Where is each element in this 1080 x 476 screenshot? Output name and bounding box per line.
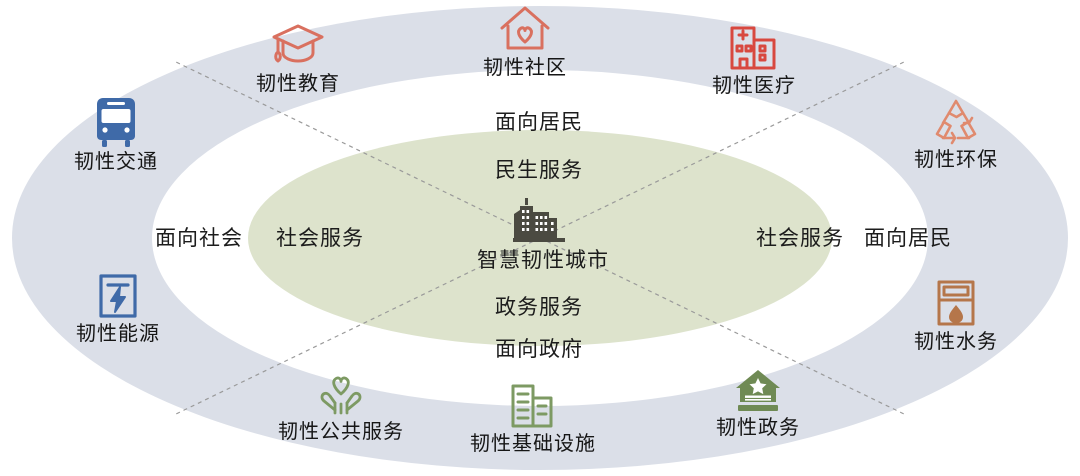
node-resilient-healthcare[interactable]: 韧性医疗 <box>712 22 796 96</box>
city-buildings-icon <box>511 196 569 244</box>
hospital-icon <box>728 22 780 72</box>
bus-icon <box>93 96 139 148</box>
node-resilient-water[interactable]: 韧性水务 <box>914 278 998 352</box>
node-label: 韧性能源 <box>76 323 160 345</box>
node-resilient-infrastructure[interactable]: 韧性基础设施 <box>470 382 596 454</box>
node-label: 韧性公共服务 <box>278 421 404 443</box>
node-label: 韧性交通 <box>74 151 158 173</box>
water-meter-icon <box>934 278 978 328</box>
middle-ring-bottom-label: 面向政府 <box>495 337 583 361</box>
core-left-label: 社会服务 <box>276 226 364 250</box>
node-resilient-community[interactable]: 韧性社区 <box>483 4 567 78</box>
middle-ring-right-label: 面向居民 <box>864 226 952 250</box>
node-label: 韧性水务 <box>914 331 998 353</box>
node-resilient-public-service[interactable]: 韧性公共服务 <box>278 370 404 442</box>
energy-bolt-icon <box>96 272 140 320</box>
center-title: 智慧韧性城市 <box>477 248 609 272</box>
core-top-label: 民生服务 <box>495 158 583 182</box>
recycle-icon <box>929 96 983 146</box>
node-label: 韧性环保 <box>914 149 998 171</box>
graduation-cap-icon <box>270 20 326 70</box>
middle-ring-top-label: 面向居民 <box>495 110 583 134</box>
node-resilient-transport[interactable]: 韧性交通 <box>74 96 158 172</box>
node-resilient-government[interactable]: 韧性政务 <box>716 368 800 438</box>
government-star-icon <box>732 368 784 414</box>
house-heart-icon <box>497 4 553 54</box>
core-right-label: 社会服务 <box>756 226 844 250</box>
node-label: 韧性教育 <box>256 73 340 95</box>
node-resilient-environment[interactable]: 韧性环保 <box>914 96 998 170</box>
buildings-icon <box>507 382 559 430</box>
core-bottom-label: 政务服务 <box>495 295 583 319</box>
hands-heart-icon <box>313 370 369 418</box>
node-label: 韧性医疗 <box>712 75 796 97</box>
node-label: 韧性社区 <box>483 57 567 79</box>
node-label: 韧性政务 <box>716 417 800 439</box>
middle-ring-left-label: 面向社会 <box>155 226 243 250</box>
node-resilient-education[interactable]: 韧性教育 <box>256 20 340 94</box>
node-label: 韧性基础设施 <box>470 433 596 455</box>
node-resilient-energy[interactable]: 韧性能源 <box>76 272 160 344</box>
